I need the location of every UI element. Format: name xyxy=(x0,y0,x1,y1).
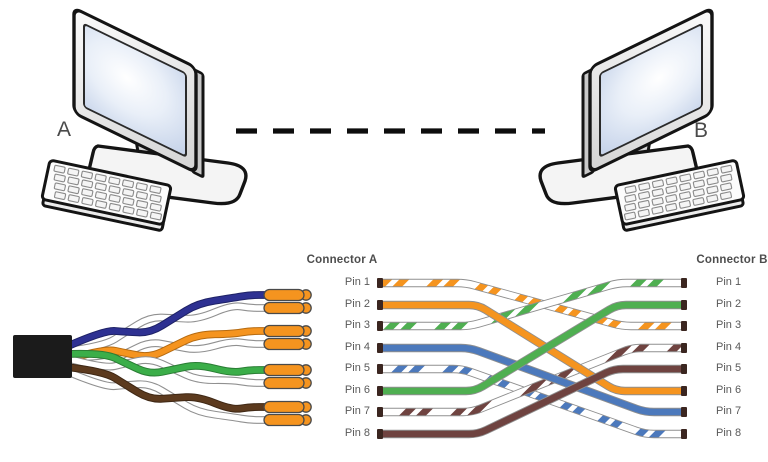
pin-contact xyxy=(377,300,383,310)
wire-tip xyxy=(263,288,312,302)
wire-blue xyxy=(380,343,684,417)
wire-tip xyxy=(263,413,312,427)
wire-tip xyxy=(263,376,312,390)
wire-green xyxy=(380,300,684,396)
wire-white-green xyxy=(380,278,684,331)
pin-contact xyxy=(681,343,687,353)
pin-contact xyxy=(377,429,383,439)
wire-tip xyxy=(263,363,312,377)
pin-contact xyxy=(681,278,687,288)
pin-contact xyxy=(377,278,383,288)
wire-tip xyxy=(263,324,312,338)
cable-blue-pair xyxy=(62,291,272,355)
pin-contact xyxy=(681,321,687,331)
cable-brown-pair xyxy=(62,363,272,424)
pin-contact xyxy=(681,300,687,310)
cable-jacket xyxy=(13,335,72,378)
pin-contact xyxy=(377,343,383,353)
wire-tip xyxy=(263,337,312,351)
pin-contact xyxy=(681,429,687,439)
cable-green-pair xyxy=(62,349,272,387)
wire-brown xyxy=(380,364,684,439)
wire-tip xyxy=(263,301,312,315)
computer-a-illustration xyxy=(38,6,248,233)
computer-b-illustration xyxy=(538,6,748,233)
wire-tip xyxy=(263,400,312,414)
pin-contact xyxy=(377,364,383,374)
pin-contact xyxy=(681,386,687,396)
wire-white-blue xyxy=(380,364,684,439)
cable-illustration xyxy=(13,288,312,427)
pin-contact xyxy=(377,407,383,417)
pin-contact xyxy=(377,321,383,331)
crossover-wiring-diagram xyxy=(377,278,687,439)
pin-contact xyxy=(377,386,383,396)
pin-contact xyxy=(681,407,687,417)
pin-contact xyxy=(681,364,687,374)
